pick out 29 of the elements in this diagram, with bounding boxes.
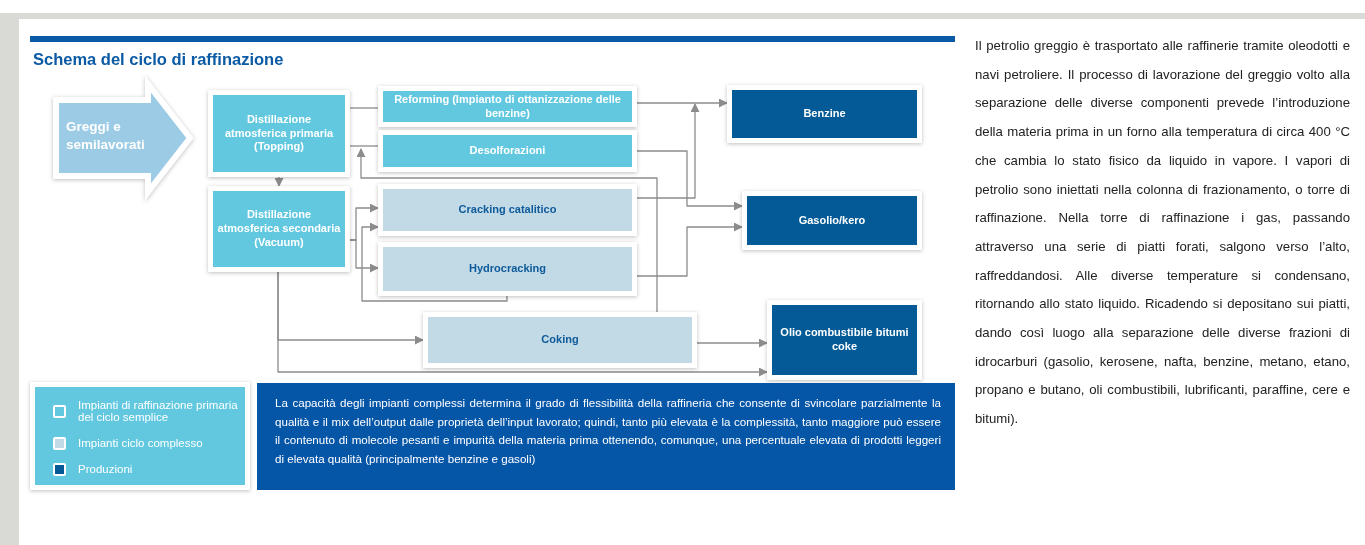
arrow — [277, 271, 768, 377]
node-label: Greggi e semilavorati — [66, 118, 146, 154]
node-label: Hydrocracking — [468, 262, 547, 276]
arrow — [636, 222, 743, 277]
node-label: Reforming (Impianto di ottanizzazione delle benzine) — [393, 92, 622, 121]
node-label: Coking — [540, 333, 580, 347]
connector-line — [349, 107, 379, 109]
legend-label: Produzioni — [78, 463, 134, 476]
arrow — [349, 239, 379, 273]
body-paragraph: Il petrolio greggio è trasportato alle raffinerie tramite oleodotti e navi petroliere. Il processo di lavorazione del greggio volto alla separazione delle diverse componenti prevede l’introduzione della materia prima in un forno alla temperatura di circa 400 °C che cambia lo stato fisico da liquido in vapore. I vapori di petrolio sono iniettati nella colonna di frazionamento, o torre di raffinazione. Nella torre di raffinazione i gas, passando attraverso una serie di piatti forati, salgono verso l’alto, raffreddandosi. Alle diverse temperature si condensano, ritornando allo stato liquido. Ricadendo si depositano sui piatti, dando così luogo alla separazione delle diverse frazioni di idrocarburi (gasolio, kerosene, nafta, benzine, metano, etano, propano e butano, oli combustibili, lubrificanti, paraffine, cere e bitumi). — [975, 37, 1350, 429]
arrow — [636, 103, 700, 199]
node-label: Distillazione atmosferica primaria (Topping) — [223, 112, 335, 155]
arrow — [636, 150, 743, 211]
node-label: Gasolio/kero — [797, 213, 867, 228]
node-label: Olio combustibile bitumi coke — [779, 326, 910, 354]
node-label: Cracking catalitico — [457, 203, 558, 217]
node-label: Benzine — [802, 107, 847, 121]
legend-label: Impianti di raffinazione primaria del ciclo semplice — [78, 399, 239, 424]
arrow — [356, 148, 658, 313]
node-label: Desolforazioni — [468, 144, 547, 158]
note-panel: La capacità degli impianti complessi determina il grado di flessibilità della raffineria che consente di svincolare parzialmente la qualità e il mix dell’output dalle proprietà dell’input lavorato; quindi, tanto più elevata è la complessità, tanto maggiore può essere il contenuto di molecole pesanti e impurità della materia prima ottenendo, comunque, una percentuale elevata di prodotti leggeri di elevata qualità (principalmente benzine e gasoli) — [257, 383, 955, 490]
arrow — [361, 222, 508, 302]
arrow — [274, 176, 284, 187]
legend-label: Impianti ciclo complesso — [78, 437, 204, 450]
arrow — [696, 338, 768, 348]
connector-line — [349, 145, 379, 147]
arrow — [636, 98, 728, 108]
diagram-title: Schema del ciclo di raffinazione — [33, 50, 284, 69]
node-label: Distillazione atmosferica secondaria (Vacuum) — [216, 208, 342, 250]
